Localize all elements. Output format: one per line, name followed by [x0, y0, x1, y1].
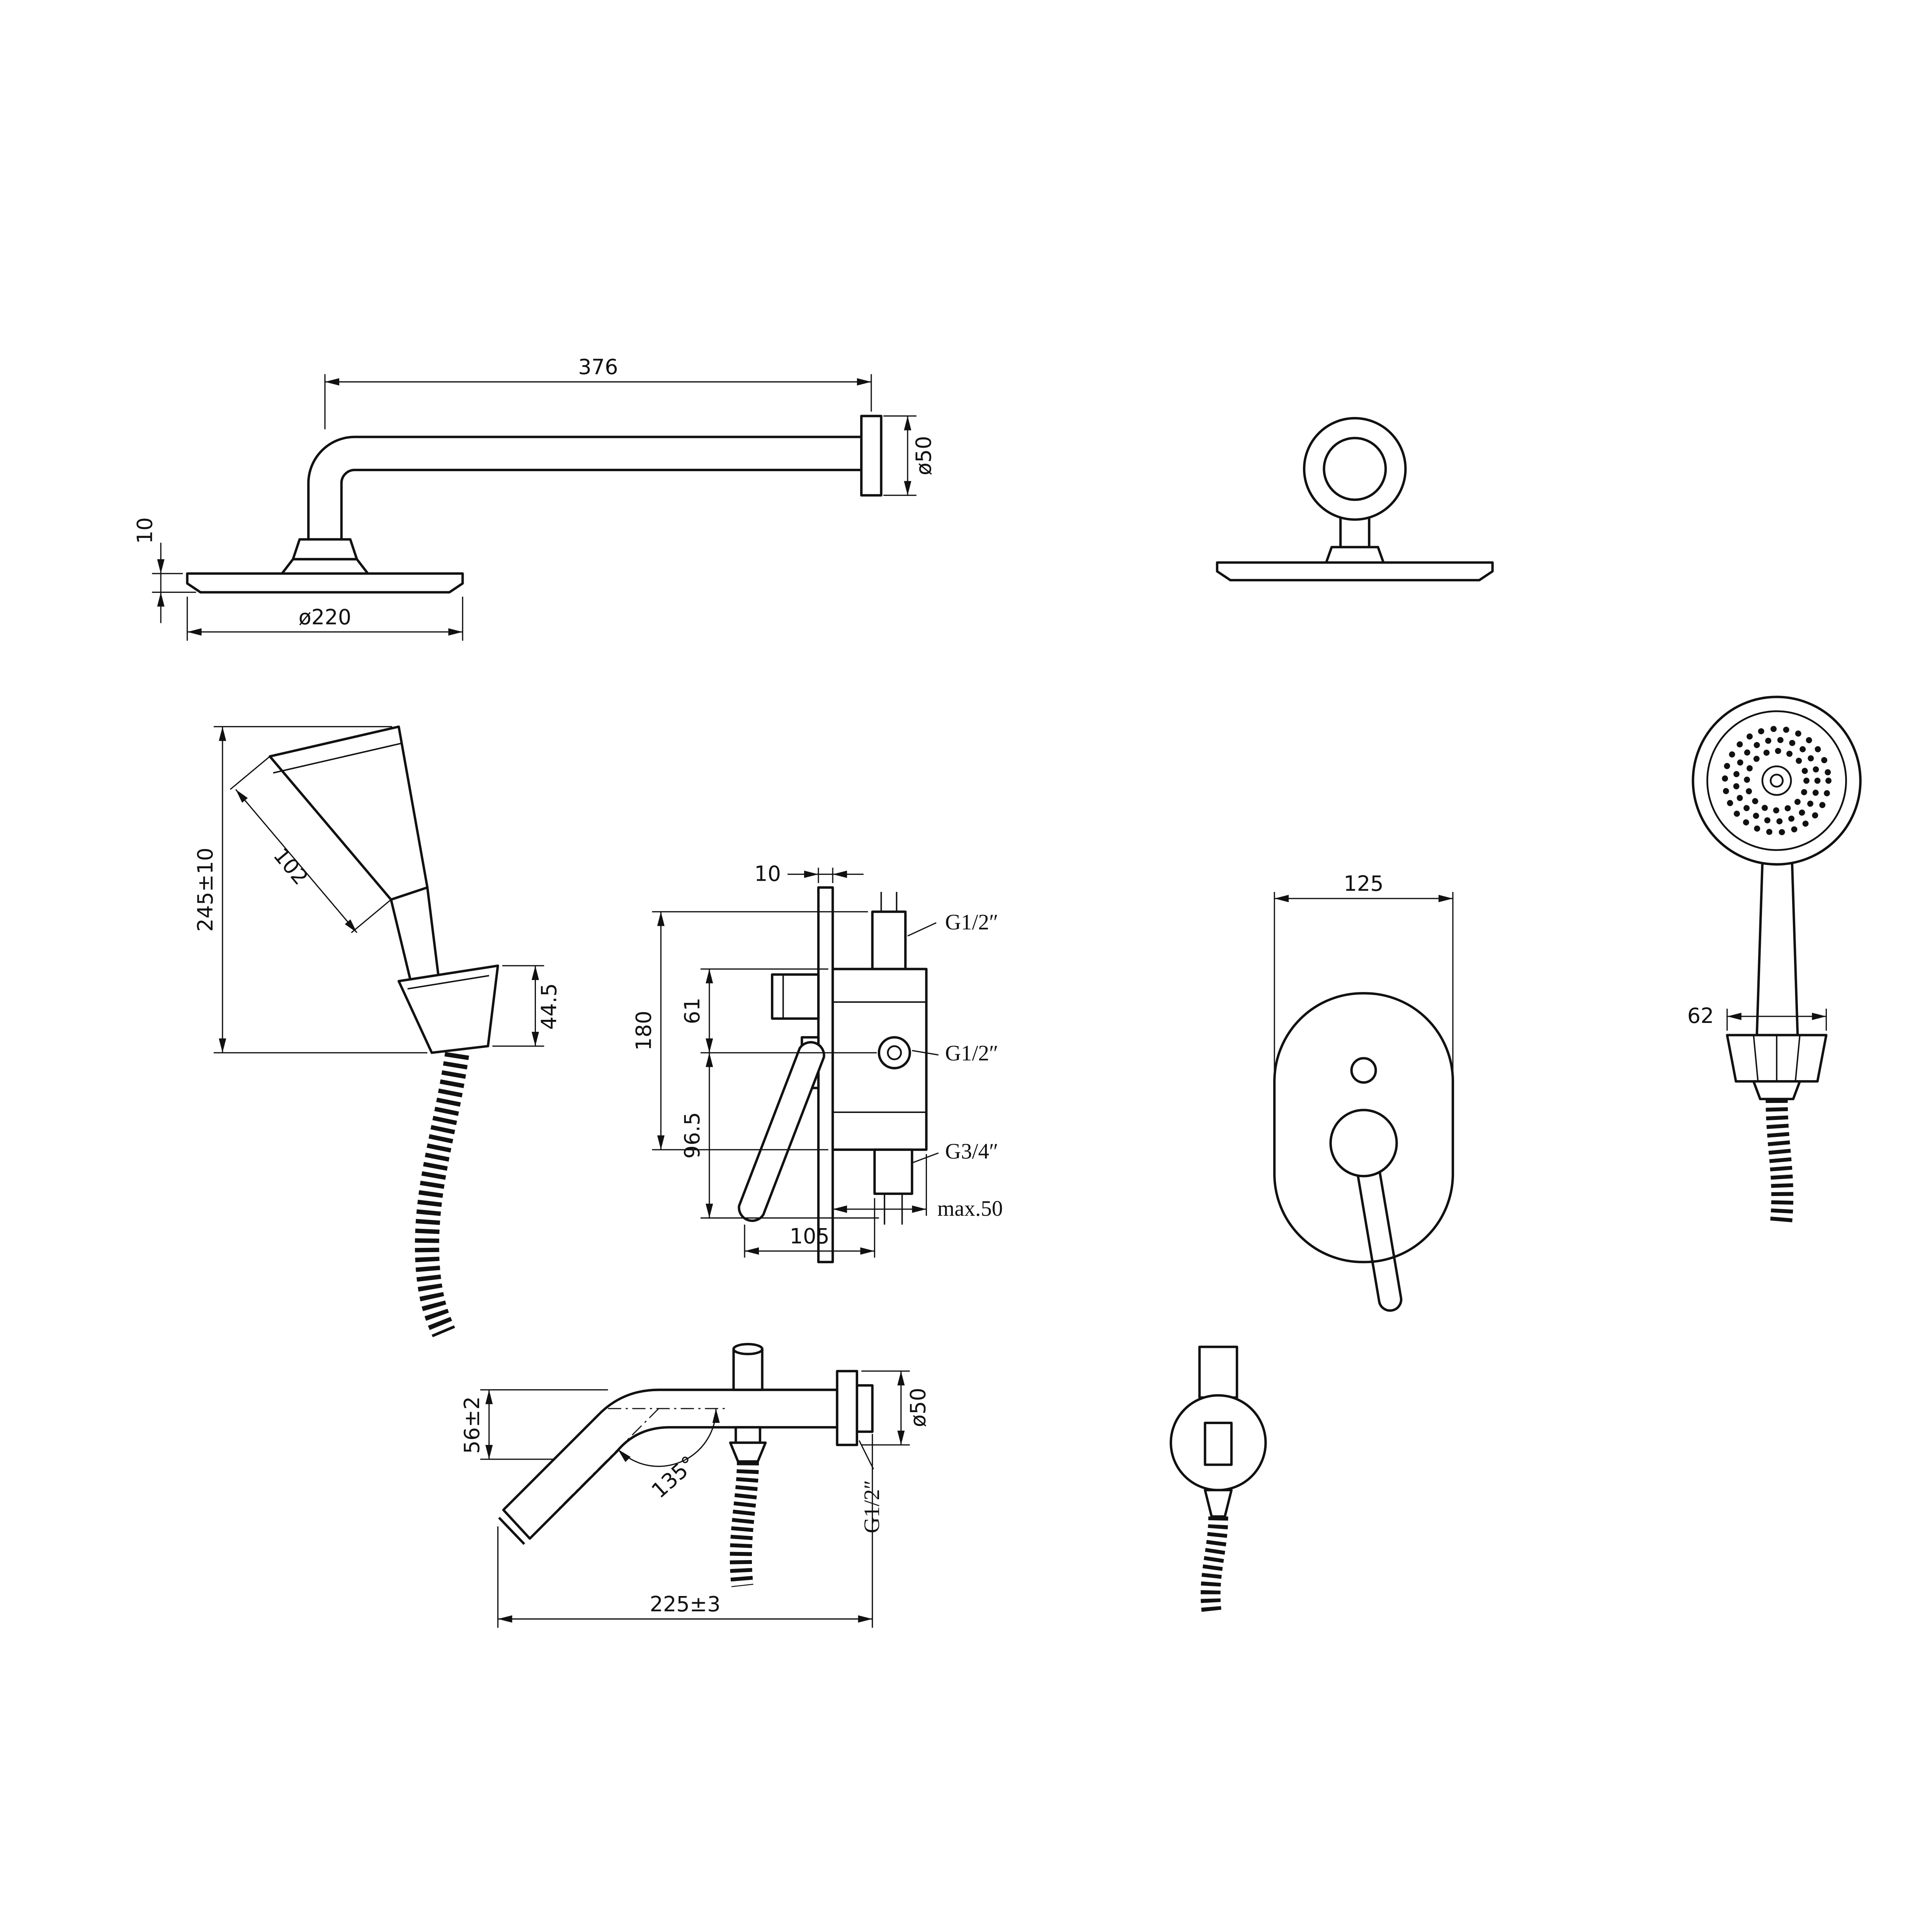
- shower-arm: [307, 436, 863, 541]
- dim-holder-width: 62: [1687, 1004, 1827, 1031]
- spout-thread-label: G1/2″: [860, 1480, 884, 1533]
- outlet-port: [878, 1036, 911, 1070]
- arm-ring-inner: [1323, 437, 1387, 501]
- top-port: [871, 910, 907, 970]
- shower-hose-front: [1765, 1099, 1794, 1223]
- dim-arm-length: 376: [324, 355, 872, 429]
- view-hand-shower-front: 62: [1687, 696, 1862, 1223]
- dim-spout-length-label: 225±3: [650, 1592, 720, 1616]
- spout-flange: [836, 1370, 858, 1446]
- dim-arm-length-label: 376: [578, 355, 618, 379]
- dim-spout-drop: 56±2: [460, 1389, 608, 1460]
- hose-nut: [729, 1441, 767, 1463]
- spout-hose: [730, 1461, 759, 1588]
- wall-flange: [860, 415, 883, 497]
- port-bottom-label: G3/4″: [945, 1139, 998, 1164]
- dim-head-diameter: ø220: [187, 596, 463, 641]
- outlet-nut: [1204, 1489, 1233, 1518]
- dim-head-thickness: 10: [133, 517, 196, 623]
- dim-flange-label: ø50: [912, 436, 936, 475]
- rain-shower-head-front: [1216, 561, 1494, 582]
- bottom-port: [873, 1148, 913, 1195]
- dim-holder-width-label: 62: [1687, 1004, 1714, 1028]
- dim-offset-top: 61: [680, 968, 877, 1053]
- arm-nut: [292, 538, 358, 561]
- spray-nozzle-ring: [1744, 748, 1810, 813]
- dim-spout-drop-label: 56±2: [460, 1396, 484, 1454]
- arm-nut-front: [1325, 546, 1385, 564]
- dim-body-height-label: 180: [632, 1011, 656, 1050]
- dim-holder-height-label: 44.5: [537, 983, 561, 1030]
- wall-plate: [817, 886, 834, 1263]
- view-rain-shower-front: [1216, 417, 1494, 582]
- spray-face-outer: [1692, 696, 1862, 866]
- dim-overall-height: 245±10: [193, 726, 428, 1053]
- dim-offset-bottom: 96.5: [680, 1053, 879, 1219]
- dim-body-width: 105: [744, 1198, 875, 1258]
- view-hand-shower-holder: 245±10 102 44.5: [193, 725, 561, 1337]
- lever-base: [1329, 1109, 1398, 1178]
- mixer-plate-front: [1273, 992, 1454, 1263]
- dim-head-length-label: 102: [269, 843, 313, 890]
- dim-overall-height-label: 245±10: [193, 847, 218, 932]
- diverter-knob-side: [771, 973, 820, 1020]
- wall-holder: [397, 964, 499, 1054]
- spray-nozzle-ring: [1722, 726, 1832, 835]
- dim-plate-width-label: 125: [1344, 871, 1383, 896]
- dim-offset-top-label: 61: [680, 997, 704, 1024]
- mixer-lever-side: [738, 1041, 825, 1222]
- outlet-bracket: [1198, 1346, 1238, 1399]
- label-port-bottom: G3/4″: [912, 1139, 998, 1164]
- dim-body-height: 180: [632, 911, 868, 1150]
- view-mixer-side: 10 180 61 96.5 G1/2″ G1/2″: [632, 861, 1003, 1263]
- view-wall-outlet-side: [1170, 1346, 1267, 1614]
- handle-front: [1755, 862, 1799, 1036]
- dim-spout-flange: ø50: [861, 1370, 930, 1446]
- dim-offset-bottom-label: 96.5: [680, 1112, 704, 1159]
- dim-plate-width: 125: [1274, 871, 1454, 1075]
- view-mixer-front: 125: [1273, 871, 1454, 1312]
- label-port-top: G1/2″: [907, 910, 998, 937]
- dim-max-depth-label: max.50: [937, 1196, 1003, 1221]
- head-cone: [281, 558, 369, 575]
- dim-head-thickness-label: 10: [133, 517, 157, 544]
- outlet-hose: [1201, 1516, 1228, 1614]
- dim-body-width-label: 105: [790, 1224, 830, 1248]
- diverter-button: [1350, 1057, 1377, 1084]
- shower-hose: [415, 1052, 469, 1337]
- dim-plate-thickness-label: 10: [754, 861, 781, 886]
- dim-max-depth: max.50: [833, 1154, 1003, 1221]
- dim-head-diameter-label: ø220: [299, 605, 352, 629]
- view-tub-spout-side: 135° 56±2 225±3 ø50 G1/2″: [460, 1343, 930, 1628]
- port-mid-label: G1/2″: [945, 1041, 998, 1065]
- dim-spout-angle-label: 135°: [647, 1451, 701, 1503]
- port-top-label: G1/2″: [945, 910, 998, 934]
- dim-spout-flange-label: ø50: [906, 1388, 930, 1427]
- spout-aerator: [498, 1516, 526, 1545]
- dim-plate-thickness: 10: [754, 861, 864, 886]
- dim-holder-height: 44.5: [492, 965, 561, 1047]
- label-spout-thread: G1/2″: [859, 1440, 884, 1533]
- view-rain-shower-side: 376 ø50 10 ø220: [133, 355, 936, 641]
- rain-shower-head: [186, 572, 464, 594]
- outlet-elbow: [1204, 1421, 1233, 1466]
- spray-nozzle-ring: [1733, 737, 1821, 825]
- dim-flange-diameter: ø50: [883, 415, 936, 496]
- label-port-mid: G1/2″: [912, 1041, 998, 1065]
